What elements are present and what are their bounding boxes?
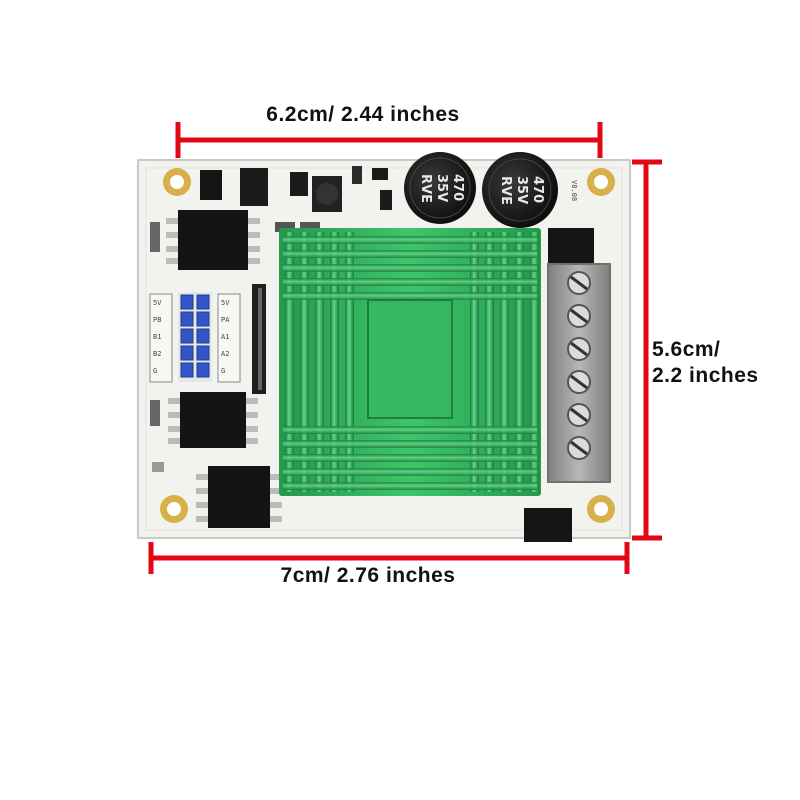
heatsink-fin: [283, 250, 537, 258]
header-pin: [196, 294, 210, 310]
heatsink-fin: [470, 232, 479, 492]
silkscreen-left-label: B2: [153, 350, 161, 358]
silkscreen-right-label: 5V: [221, 299, 230, 307]
height-label-line1: 5.6cm/: [652, 338, 721, 361]
heatsink-fin: [283, 292, 537, 300]
screw-terminal-block: [547, 263, 611, 483]
board-marking: V8.08: [570, 180, 578, 201]
capacitor-1-value: 470: [450, 174, 465, 201]
heatsink-fin: [345, 232, 354, 492]
heatsink-fin: [283, 426, 537, 434]
dimension-lines: [148, 122, 662, 574]
heatsink-fin: [315, 232, 324, 492]
heatsink-fin: [300, 232, 309, 492]
silkscreen-left-label: 5V: [153, 299, 162, 307]
header-pin: [180, 362, 194, 378]
capacitor-2-voltage: 35V: [514, 176, 529, 204]
heatsink: [279, 228, 541, 496]
header-pin: [196, 345, 210, 361]
mounting-pads: [160, 168, 615, 523]
capacitor-2-value: 470: [530, 176, 545, 203]
capacitor-1-series: RVE: [418, 174, 433, 203]
heatsink-fin: [283, 454, 537, 462]
header-pin: [196, 362, 210, 378]
silkscreen-right-label: A2: [221, 350, 229, 358]
silkscreen-left-label: PB: [153, 316, 161, 324]
top-components: [200, 166, 392, 232]
heatsink-fin: [283, 482, 537, 490]
header-pin: [180, 311, 194, 327]
heatsink-fin: [283, 236, 537, 244]
capacitor-1-voltage: 35V: [434, 174, 449, 202]
heatsink-fin: [283, 278, 537, 286]
silkscreen-left-label: G: [153, 367, 157, 375]
heatsink-fin: [485, 232, 494, 492]
capacitor-1: 470 35V RVE: [404, 152, 476, 224]
capacitor-2-series: RVE: [498, 176, 513, 205]
header-pin: [180, 294, 194, 310]
silkscreen-right-label: PA: [221, 316, 230, 324]
heatsink-fin: [285, 232, 294, 492]
resistor-column: [252, 284, 266, 394]
height-label-line2: 2.2 inches: [652, 364, 759, 387]
bottom-width-label: 7cm/ 2.76 inches: [280, 564, 456, 587]
silkscreen-right-label: A1: [221, 333, 229, 341]
heatsink-fin: [530, 232, 539, 492]
heatsink-fin: [283, 468, 537, 476]
header-pin: [180, 328, 194, 344]
header-pin: [180, 345, 194, 361]
top-width-label: 6.2cm/ 2.44 inches: [266, 103, 460, 126]
heatsink-fin: [330, 232, 339, 492]
header-pin: [196, 311, 210, 327]
silkscreen-left-label: B1: [153, 333, 161, 341]
heatsink-fin: [283, 264, 537, 272]
heatsink-fin: [283, 440, 537, 448]
capacitor-2: 470 35V RVE: [482, 152, 558, 228]
ic-chips: [150, 210, 594, 542]
height-label: 5.6cm/ 2.2 inches: [652, 337, 759, 389]
header-pins: [149, 292, 241, 383]
heatsink-fin: [515, 232, 524, 492]
silkscreen-right-label: G: [221, 367, 225, 375]
heatsink-fin: [500, 232, 509, 492]
header-pin: [196, 328, 210, 344]
